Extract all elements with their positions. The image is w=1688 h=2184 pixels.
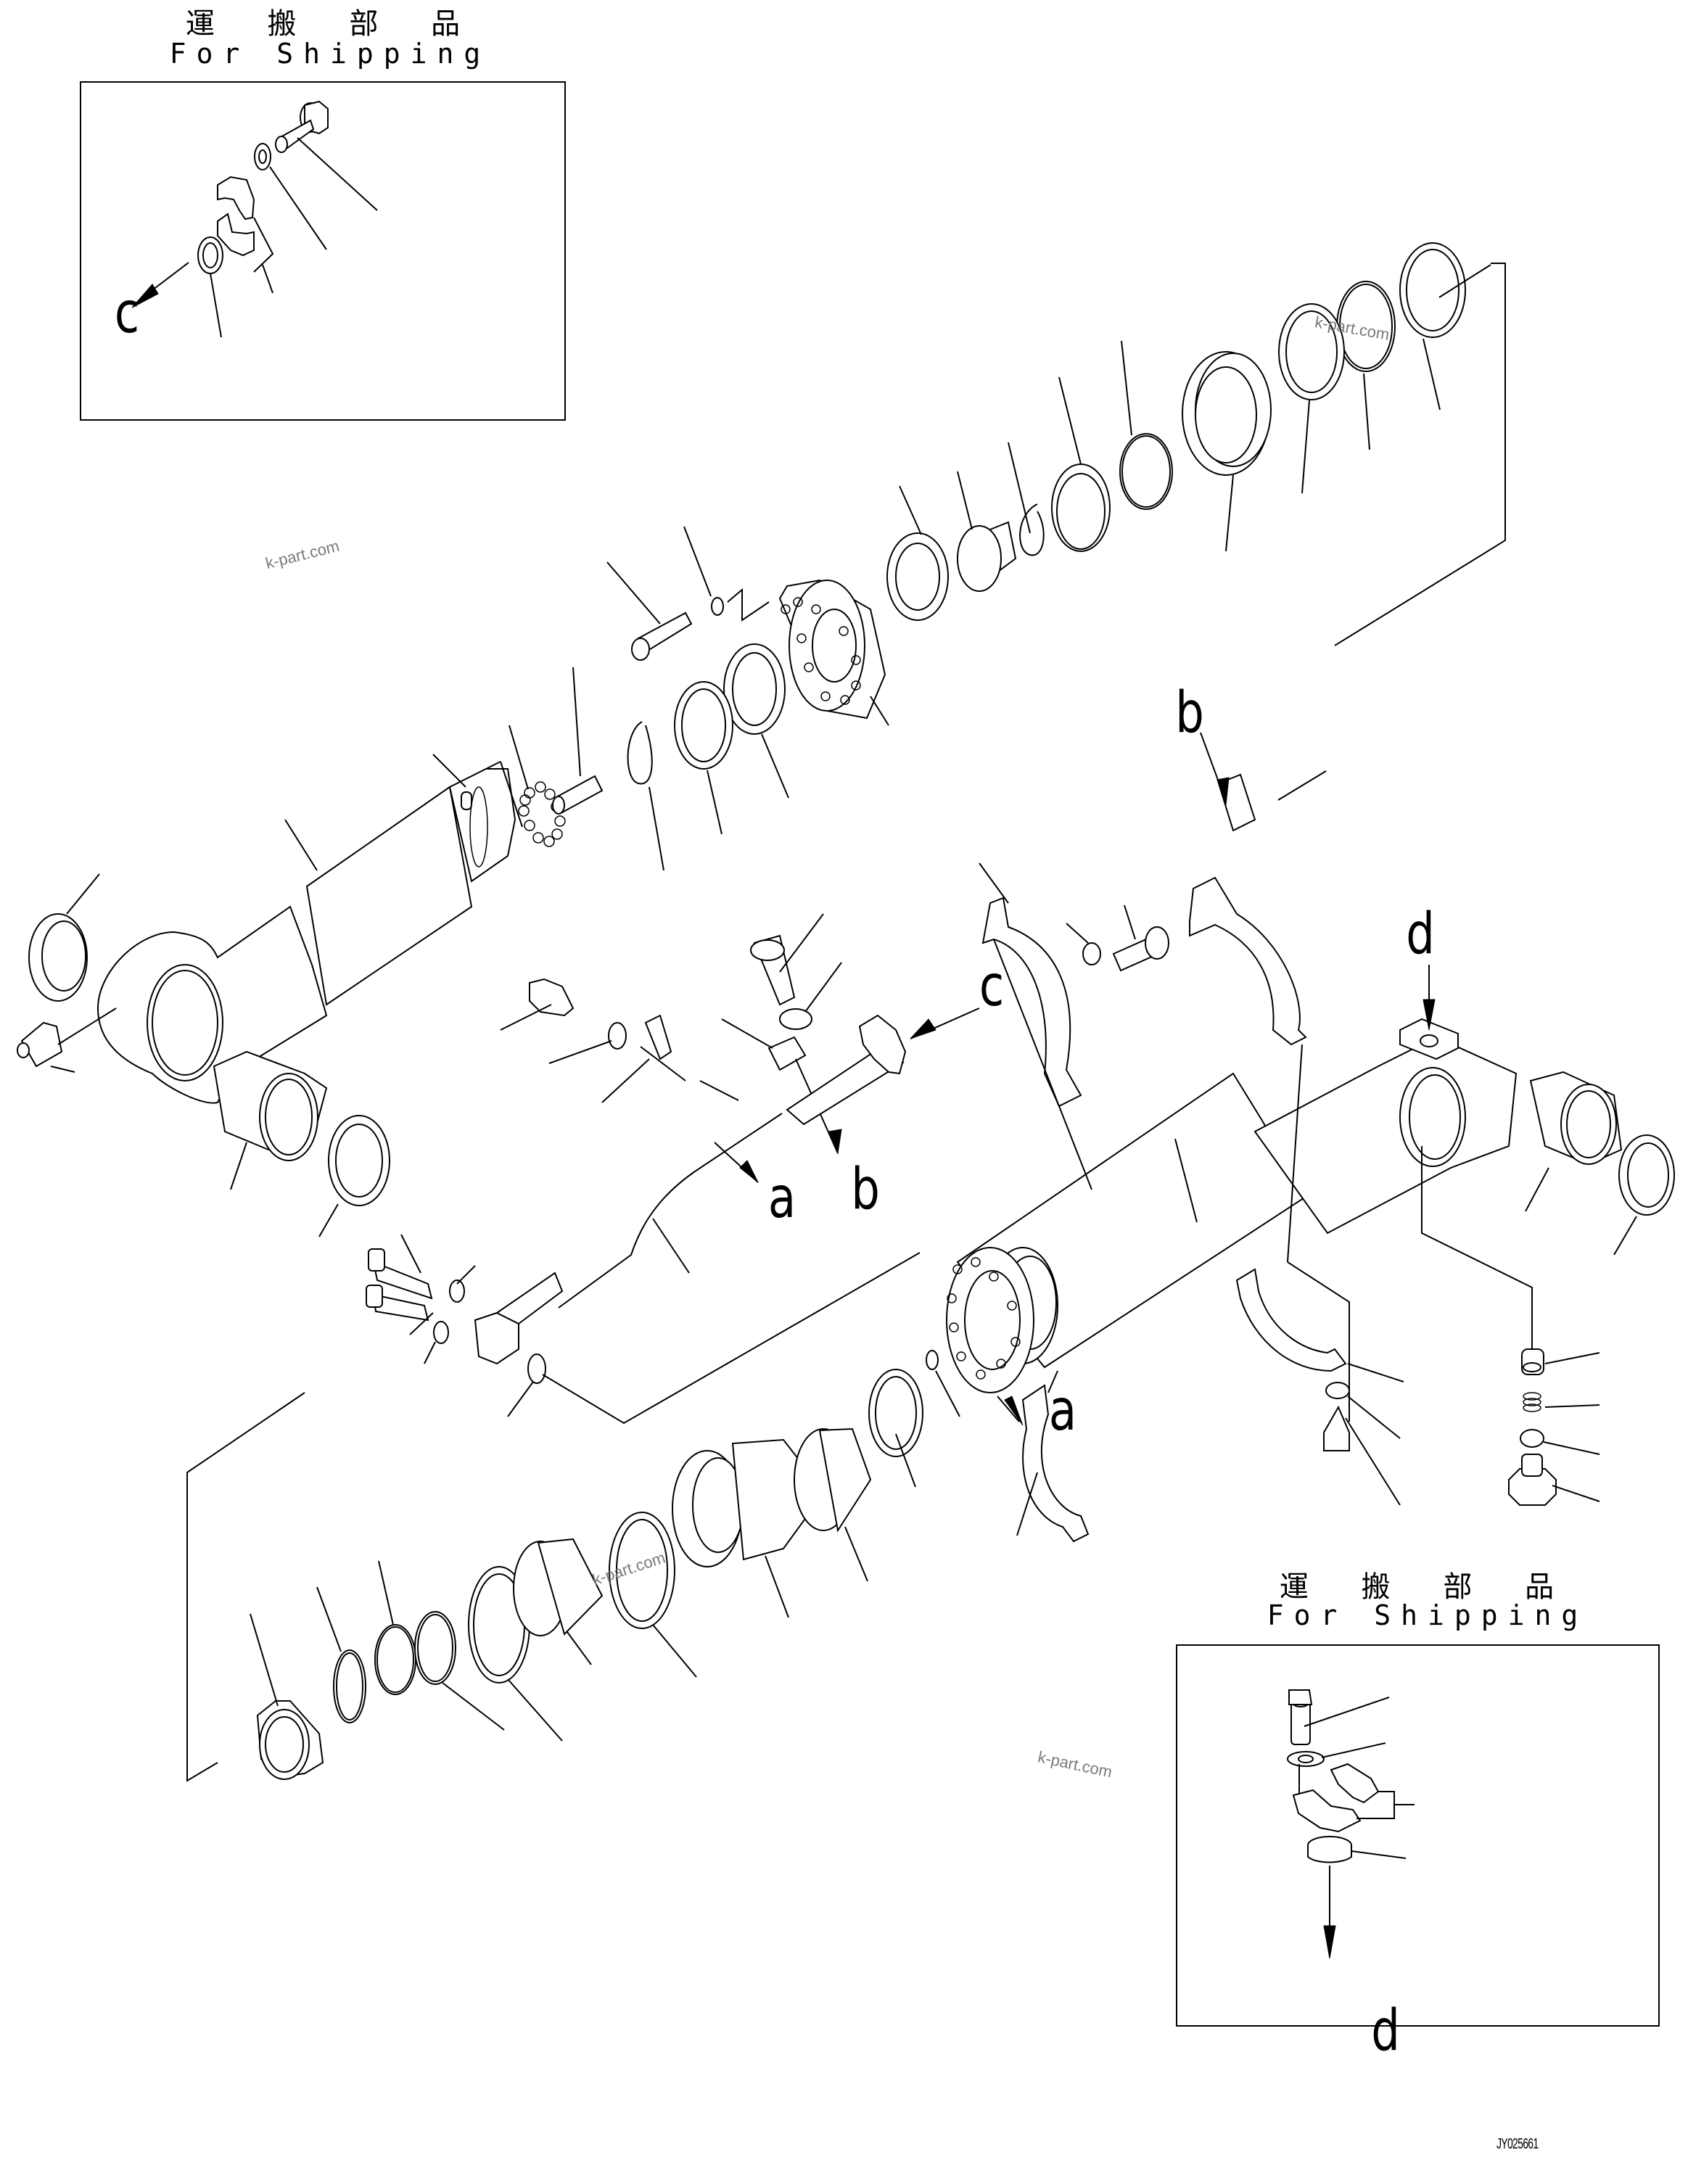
piston-parts [187, 1369, 923, 1781]
callout-d-bottom-port: d [1406, 902, 1435, 967]
callout-b-pipe-clamp: b [851, 1157, 880, 1222]
shipping-parts-top [132, 102, 377, 337]
piping [366, 914, 979, 1423]
callout-b-upper-clamp: b [1175, 680, 1204, 746]
shipping-box-top-left [80, 81, 566, 421]
cylinder-tube [926, 965, 1674, 1505]
shipping-heading-en-top: For Shipping [169, 38, 491, 70]
shipping-heading-en-bottom: For Shipping [1267, 1599, 1589, 1631]
shipping-heading-jp-bottom: 運 搬 部 品 [1279, 1570, 1576, 1604]
shipping-box-bottom-right [1176, 1644, 1660, 2027]
callout-c-shipping: c [114, 281, 140, 346]
callout-c-pipe-flange: c [979, 954, 1005, 1019]
callout-a-lower-clamp: a [1048, 1378, 1077, 1443]
shipping-heading-jp-top: 運 搬 部 品 [185, 7, 482, 41]
piston-rod [17, 667, 602, 1237]
callout-a-pipe-clamp: a [767, 1166, 796, 1231]
cylinder-head [607, 527, 889, 870]
head-seal-parts [887, 243, 1505, 646]
callout-d-shipping: d [1371, 1998, 1400, 2064]
clamp-bands [979, 733, 1404, 1541]
drawing-id: JY025661 [1496, 2136, 1539, 2152]
shipping-parts-bottom [1288, 1690, 1415, 1958]
